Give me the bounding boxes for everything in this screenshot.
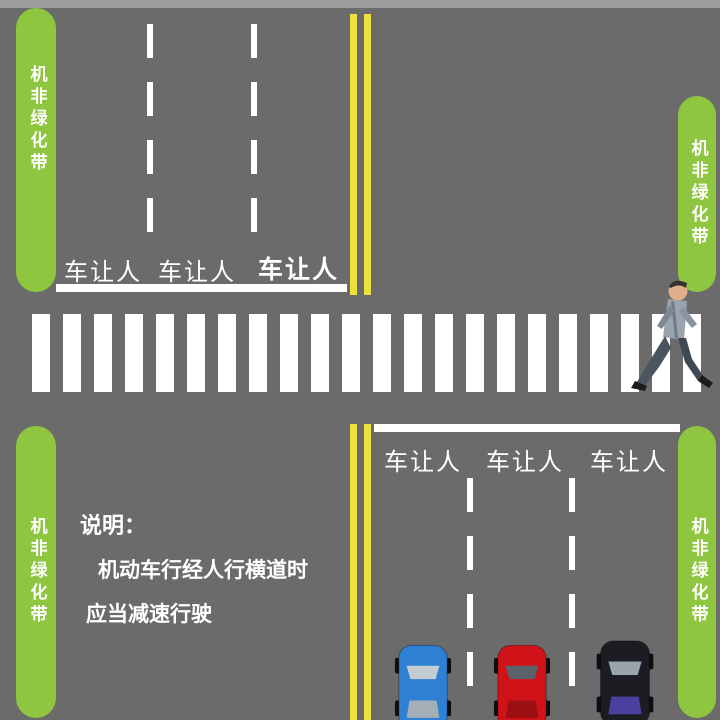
yield-marking-top-3: 车让人 bbox=[258, 255, 340, 284]
pedestrian-icon bbox=[631, 280, 713, 391]
red-car bbox=[493, 644, 551, 720]
green-belt-bottom-left: 机非绿化带 bbox=[16, 426, 56, 718]
green-belt-label: 机非绿化带 bbox=[687, 139, 708, 249]
green-belt-top-right: 机非绿化带 bbox=[678, 96, 716, 292]
green-belt-label: 机非绿化带 bbox=[687, 517, 708, 627]
top-edge-strip bbox=[0, 0, 720, 8]
red-car-icon bbox=[493, 644, 551, 720]
yield-marking-top-2: 车让人 bbox=[158, 258, 236, 286]
lane-divider-dashed-top-1 bbox=[147, 24, 153, 248]
double-yellow-line-top-1 bbox=[350, 14, 357, 295]
stop-line-bottom bbox=[374, 424, 680, 432]
yield-marking-top-1: 车让人 bbox=[64, 258, 142, 286]
note-line-1: 机动车行经人行横道时 bbox=[98, 558, 308, 582]
blue-car bbox=[394, 644, 452, 720]
dark-car bbox=[595, 640, 655, 720]
double-yellow-line-bottom-2 bbox=[364, 424, 371, 720]
yield-marking-bottom-1: 车让人 bbox=[384, 448, 462, 476]
stop-line-top bbox=[56, 284, 347, 292]
green-belt-label: 机非绿化带 bbox=[26, 517, 47, 627]
yield-marking-bottom-2: 车让人 bbox=[486, 448, 564, 476]
green-belt-top-left: 机非绿化带 bbox=[16, 8, 56, 292]
yield-marking-bottom-3: 车让人 bbox=[590, 448, 668, 476]
dark-car-icon bbox=[596, 640, 654, 720]
green-belt-label: 机非绿化带 bbox=[26, 65, 47, 175]
blue-car-icon bbox=[394, 644, 452, 720]
zebra-crosswalk bbox=[32, 314, 702, 392]
pedestrian-figure bbox=[628, 278, 720, 400]
note-title: 说明： bbox=[80, 514, 147, 539]
double-yellow-line-top-2 bbox=[364, 14, 371, 295]
lane-divider-dashed-top-2 bbox=[251, 24, 257, 248]
double-yellow-line-bottom-1 bbox=[350, 424, 357, 720]
green-belt-bottom-right: 机非绿化带 bbox=[678, 426, 716, 718]
lane-divider-dashed-bottom-1 bbox=[467, 478, 473, 706]
legend-note: 说明： 机动车行经人行横道时 应当减速行驶 bbox=[80, 508, 308, 628]
note-line-2: 应当减速行驶 bbox=[86, 602, 212, 626]
lane-divider-dashed-bottom-2 bbox=[569, 478, 575, 706]
